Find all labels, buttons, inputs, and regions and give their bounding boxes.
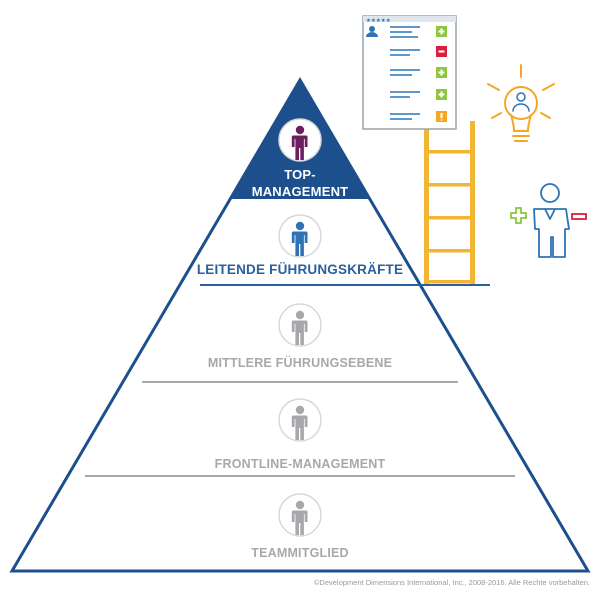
person-badge-frontline [278, 398, 322, 442]
person-badge-top [278, 118, 322, 162]
evaluation-document-icon: ★★★★★ [362, 15, 457, 130]
minus-icon [571, 213, 587, 220]
person-badge-leadership [278, 214, 322, 258]
tier-label-team-member: TEAMMITGLIED [251, 546, 349, 560]
tier-label-top-line1: TOP- [284, 167, 316, 182]
tier-label-frontline: FRONTLINE-MANAGEMENT [214, 457, 386, 471]
lightbulb-person-icon [487, 64, 555, 142]
tier-label-top-management: TOP- MANAGEMENT [240, 166, 360, 200]
tier-label-top-line2: MANAGEMENT [251, 184, 349, 199]
tier-label-middle-management: MITTLERE FÜHRUNGSEBENE [207, 356, 393, 370]
tier-label-leadership: LEITENDE FÜHRUNGSKRÄFTE [196, 262, 404, 277]
minus-box-icon [436, 46, 447, 57]
plus-box-icon [436, 89, 447, 100]
person-badge-middle [278, 303, 322, 347]
warning-box-icon [436, 111, 447, 122]
svg-text:★★★★★: ★★★★★ [366, 18, 391, 24]
plus-minus-person-icon [510, 183, 587, 258]
ladder-icon [424, 121, 475, 286]
plus-box-icon [436, 26, 447, 37]
plus-box-icon [436, 67, 447, 78]
plus-icon [510, 207, 527, 224]
copyright-notice: ©Development Dimensions International, I… [313, 578, 590, 587]
person-badge-team [278, 493, 322, 537]
